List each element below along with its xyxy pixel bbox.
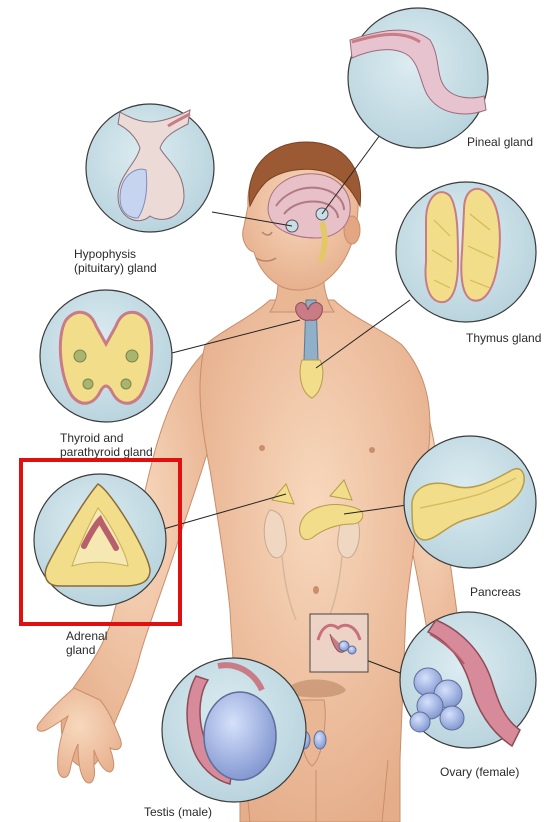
label-pancreas: Pancreas — [470, 585, 521, 599]
testis-marker-right — [314, 731, 326, 749]
ovary-locator-box — [310, 614, 368, 672]
thymus-inset — [396, 182, 536, 322]
label-ovary: Ovary (female) — [440, 765, 519, 779]
label-hypophysis-2: (pituitary) gland — [74, 261, 157, 275]
label-testis: Testis (male) — [144, 805, 212, 819]
label-adrenal-2: gland — [66, 643, 95, 657]
brain-cutaway — [268, 174, 350, 238]
hypophysis-inset — [86, 104, 214, 232]
thyroid-inset — [40, 290, 172, 422]
label-pineal: Pineal gland — [467, 135, 533, 149]
label-thymus: Thymus gland — [466, 331, 541, 345]
pancreas-inset — [404, 436, 536, 568]
testis-inset — [162, 658, 306, 802]
navel — [313, 586, 319, 594]
label-hypophysis-1: Hypophysis — [74, 247, 136, 261]
label-thyroid-2: parathyroid gland — [60, 445, 153, 459]
ovary-inset — [400, 612, 536, 748]
label-adrenal-1: Adrenal — [66, 629, 107, 643]
highlight-box — [19, 458, 182, 626]
label-thyroid-1: Thyroid and — [60, 431, 123, 445]
pineal-inset — [348, 8, 488, 148]
left-nipple — [259, 445, 265, 451]
right-nipple — [369, 447, 375, 453]
